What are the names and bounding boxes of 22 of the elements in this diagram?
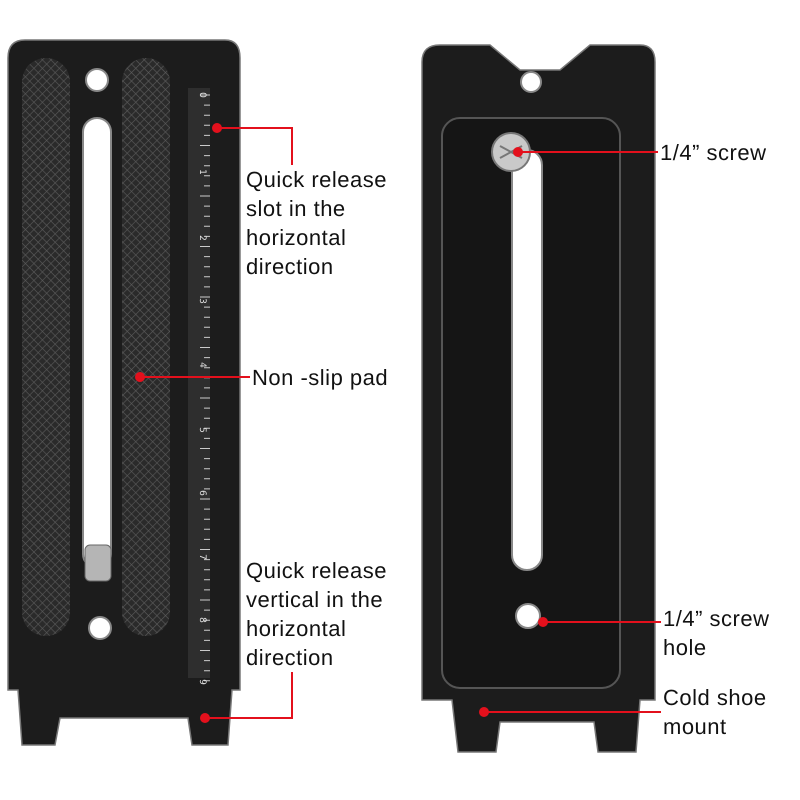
scale-number: 8 <box>197 617 207 623</box>
scale-number: 4 <box>197 362 207 368</box>
leader-line <box>538 617 661 627</box>
scale-number: 6 <box>197 490 207 496</box>
leader-line <box>513 147 658 157</box>
leader-line <box>135 372 250 382</box>
scale-number: 9 <box>197 679 207 685</box>
leader-line <box>212 123 293 165</box>
scale-number: 1 <box>197 169 207 175</box>
scale-number: 5 <box>197 427 207 433</box>
scale-number: 7 <box>197 554 207 560</box>
callout-label: 1/4” screw <box>660 138 800 167</box>
scale-number: 3 <box>197 298 207 304</box>
callout-label: Cold shoe mount <box>663 683 800 741</box>
callout-label: Non -slip pad <box>252 363 427 392</box>
callout-label: Quick release slot in the horizontal direction <box>246 165 421 281</box>
leader-line <box>479 707 661 717</box>
callout-label: 1/4” screw hole <box>663 604 800 662</box>
scale-number: 2 <box>197 235 207 241</box>
leader-line <box>200 672 293 723</box>
scale-number: 0 <box>197 92 207 98</box>
callout-label: Quick release vertical in the horizontal direction <box>246 556 421 672</box>
